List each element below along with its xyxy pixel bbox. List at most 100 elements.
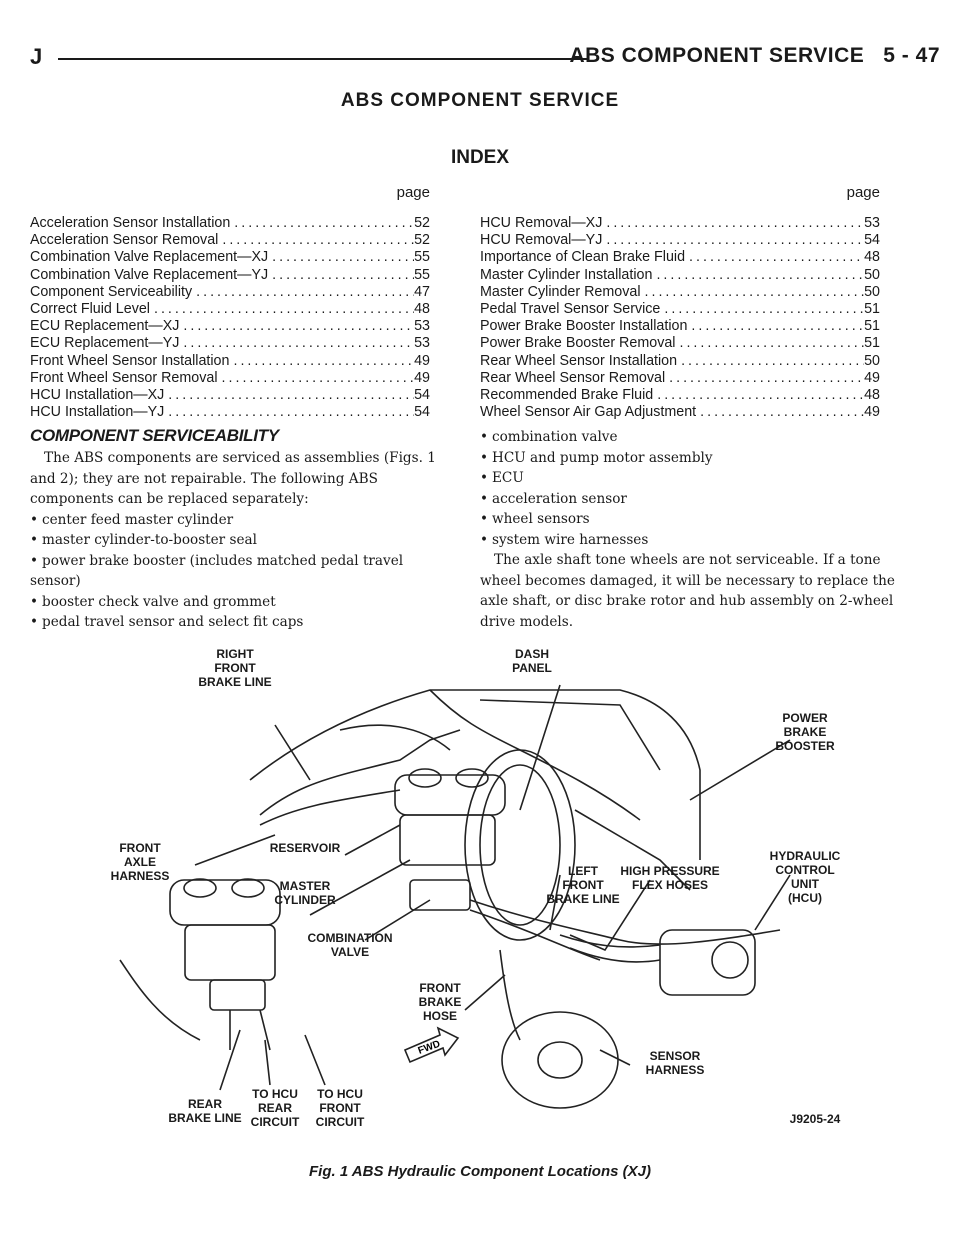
index-leader-dots (218, 370, 415, 387)
svg-text:FRONT: FRONT (562, 878, 604, 892)
index-entry-page: 50 (864, 266, 880, 283)
index-leader-dots (218, 232, 414, 249)
index-entry: Acceleration Sensor Removal52 (30, 232, 430, 249)
bullet-item: •pedal travel sensor and select fit caps (30, 612, 450, 633)
index-entry: Importance of Clean Brake Fluid48 (480, 249, 880, 266)
index-leader-dots (150, 301, 414, 318)
index-entry-page: 55 (414, 266, 430, 283)
bullet-item: •master cylinder-to-booster seal (30, 530, 450, 551)
index-entry: HCU Removal—YJ54 (480, 232, 880, 249)
bullet-text: system wire harnesses (492, 531, 649, 548)
svg-text:BRAKE: BRAKE (784, 725, 827, 739)
index-entry: HCU Removal—XJ53 (480, 215, 880, 232)
index-entry-page: 49 (864, 404, 880, 421)
index-entry-page: 50 (864, 283, 880, 300)
bullet-dot-icon: • (30, 593, 39, 610)
svg-text:CONTROL: CONTROL (775, 863, 834, 877)
index-leader-dots (660, 301, 864, 318)
label-left-front-brake-line: LEFT (568, 864, 599, 878)
index-entry-page: 53 (414, 318, 430, 335)
svg-text:BRAKE LINE: BRAKE LINE (168, 1111, 241, 1125)
bullet-dot-icon: • (480, 511, 489, 527)
index-leader-dots (665, 370, 864, 387)
svg-text:(HCU): (HCU) (788, 891, 822, 905)
index-entry-page: 51 (864, 335, 880, 352)
bullet-item: •center feed master cylinder (30, 510, 450, 531)
svg-text:AXLE: AXLE (124, 855, 156, 869)
label-right-front-brake-line: RIGHT (216, 647, 254, 661)
index-list-right: HCU Removal—XJ53HCU Removal—YJ54Importan… (480, 215, 880, 421)
index-entry-page: 49 (414, 352, 430, 369)
figure-caption: Fig. 1 ABS Hydraulic Component Locations… (309, 1163, 651, 1180)
index-entry-title: Rear Wheel Sensor Removal (480, 369, 666, 386)
label-master-cylinder: MASTER (280, 879, 331, 893)
bullet-item: •booster check valve and grommet (30, 592, 450, 613)
index-leader-dots (602, 232, 864, 249)
index-list-left: Acceleration Sensor Installation52Accele… (30, 215, 430, 421)
bullet-text: ECU (492, 470, 524, 486)
index-leader-dots (164, 404, 414, 421)
bullet-item: •acceleration sensor (480, 489, 912, 510)
index-entry-page: 54 (864, 232, 880, 249)
index-entry-title: Power Brake Booster Installation (480, 318, 688, 335)
index-entry: Component Serviceability47 (30, 284, 430, 301)
index-entry-page: 54 (414, 404, 430, 421)
bullet-text: pedal travel sensor and select fit caps (42, 614, 304, 630)
index-entry: Pedal Travel Sensor Service51 (480, 301, 880, 318)
index-entry-title: Correct Fluid Level (30, 301, 150, 318)
index-entry: Correct Fluid Level 48 (30, 301, 430, 318)
label-front-axle-harness: FRONT (119, 841, 161, 855)
index-entry-page: 49 (414, 369, 430, 386)
fender-outline (249, 689, 701, 860)
index-leader-dots (677, 353, 864, 370)
bullet-text: acceleration sensor (492, 490, 627, 507)
index-leader-dots (229, 353, 414, 370)
index-entry-title: HCU Removal—XJ (480, 215, 603, 231)
index-entry: Wheel Sensor Air Gap Adjustment49 (480, 404, 880, 421)
high-pressure-flex-hoses (559, 934, 661, 963)
index-leader-dots (602, 215, 864, 232)
index-entry-title: ECU Replacement—YJ (30, 335, 180, 352)
index-entry: Master Cylinder Removal50 (480, 284, 880, 301)
svg-text:HARNESS: HARNESS (111, 869, 170, 883)
index-entry-page: 48 (414, 301, 430, 318)
index-leader-dots (653, 387, 864, 404)
index-entry: Power Brake Booster Installation 51 (480, 318, 880, 335)
index-entry-page: 51 (864, 301, 880, 318)
index-entry: Rear Wheel Sensor Installation50 (480, 353, 880, 370)
index-column-left: page Acceleration Sensor Installation52A… (30, 184, 430, 421)
index-entry-page: 55 (414, 249, 430, 266)
svg-text:VALVE: VALVE (331, 945, 369, 959)
index-entry-page: 51 (864, 318, 880, 335)
index-entry-title: Importance of Clean Brake Fluid (480, 249, 686, 266)
label-combination-valve: COMBINATION (307, 931, 392, 945)
bullet-item: •combination valve (480, 427, 912, 448)
bullet-item: •power brake booster (includes matched p… (30, 551, 450, 592)
index-entry-title: Rear Wheel Sensor Installation (480, 352, 678, 369)
bullet-list-left: •center feed master cylinder•master cyli… (30, 510, 450, 633)
bullet-dot-icon: • (480, 531, 489, 548)
bullet-dot-icon: • (30, 614, 39, 630)
index-entry: Acceleration Sensor Installation52 (30, 215, 430, 232)
header-letter: J (30, 44, 43, 69)
index-entry-title: Combination Valve Replacement—YJ (30, 266, 269, 283)
bullet-dot-icon: • (480, 470, 489, 486)
index-entry: Combination Valve Replacement—XJ55 (30, 249, 430, 266)
svg-text:PANEL: PANEL (512, 661, 552, 675)
header-rule (58, 58, 588, 60)
bullet-item: •HCU and pump motor assembly (480, 448, 912, 469)
index-entry: Front Wheel Sensor Installation 49 (30, 353, 430, 370)
svg-text:UNIT: UNIT (791, 877, 820, 891)
brake-rotor-shape (501, 1011, 619, 1109)
index-entry-page: 53 (414, 335, 430, 352)
index-leader-dots (641, 284, 865, 301)
hcu-shape (659, 929, 756, 996)
index-entry: Master Cylinder Installation50 (480, 267, 880, 284)
label-sensor-harness: SENSOR (650, 1049, 701, 1063)
svg-text:HOSE: HOSE (423, 1009, 457, 1023)
index-leader-dots (164, 387, 414, 404)
index-entry-title: Front Wheel Sensor Installation (30, 352, 230, 369)
bullet-item: •system wire harnesses (480, 530, 912, 551)
label-rear-brake-line: REAR (188, 1097, 222, 1111)
svg-text:CIRCUIT: CIRCUIT (316, 1115, 365, 1129)
